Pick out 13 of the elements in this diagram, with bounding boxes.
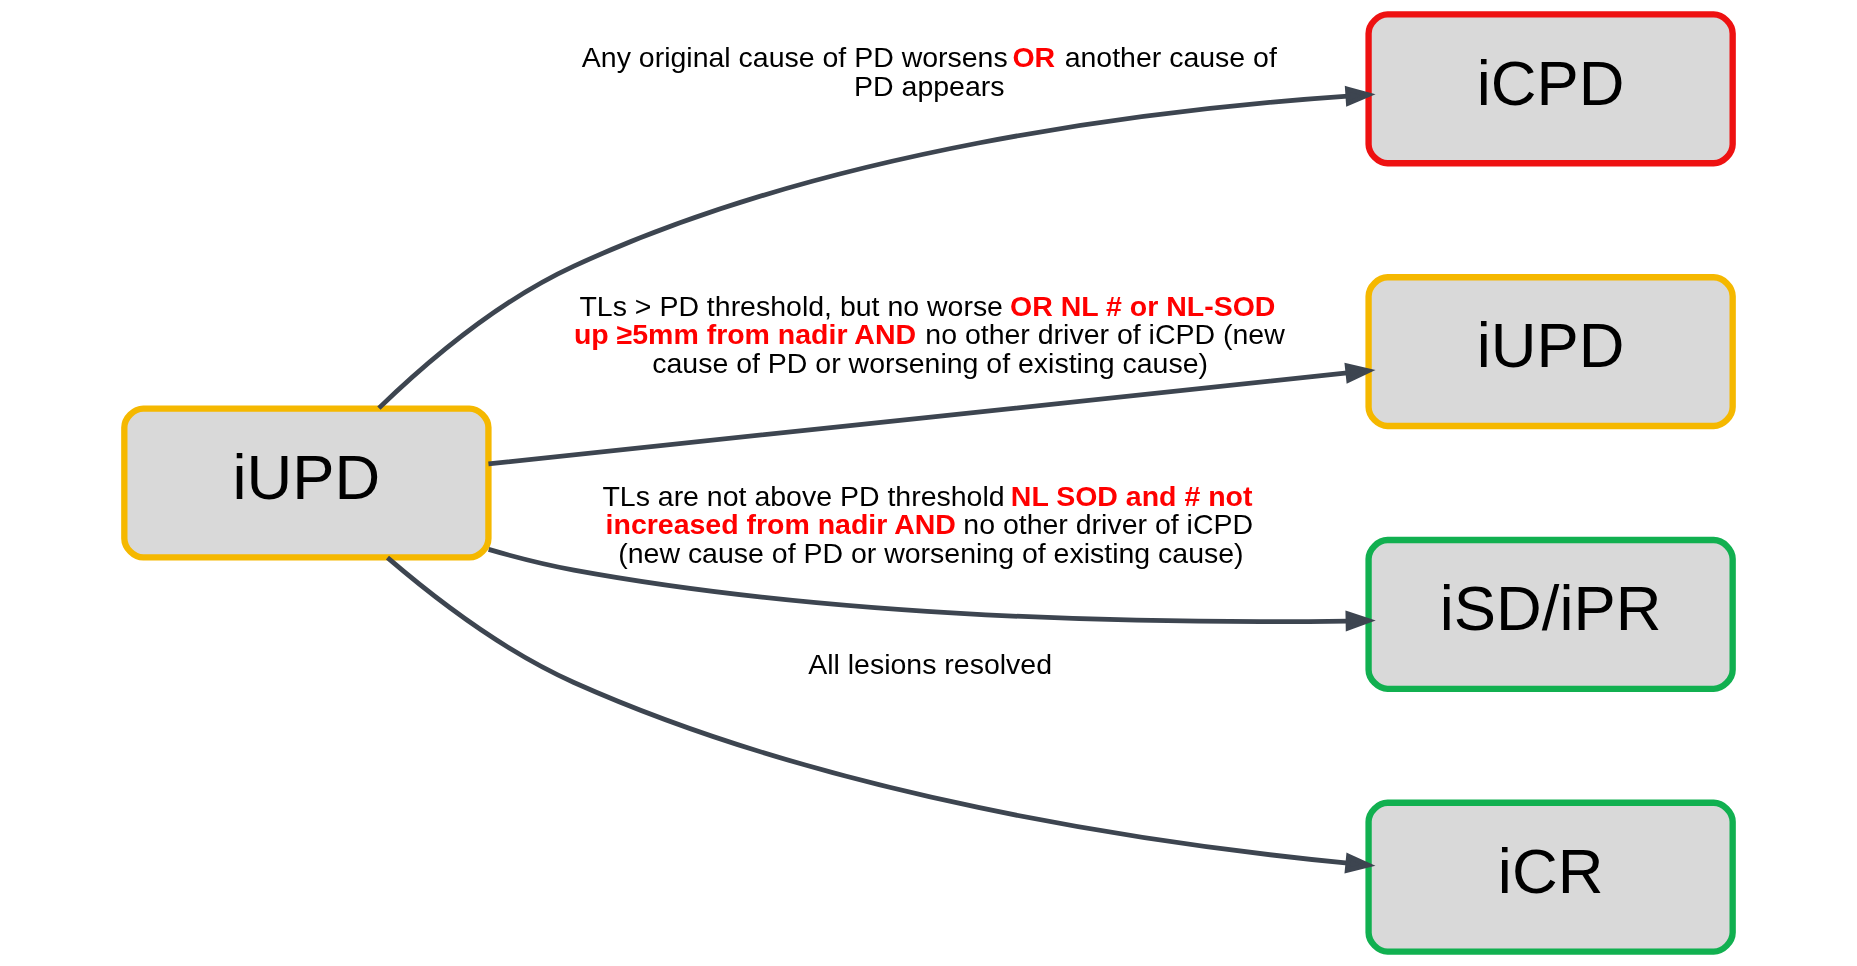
node-box: iSD/iPR: [1365, 536, 1736, 692]
edge-label: All lesions resolved: [808, 647, 1053, 680]
node-box: iCR: [1365, 799, 1736, 955]
node-box: iCPD: [1365, 11, 1736, 167]
arrow: [385, 555, 1376, 874]
arrow: [377, 85, 1376, 410]
edge-label: TLs > PD threshold, but no worse OR NL # or NL-SOD up ≥5mm from nadir AND no other driver of iCPD (new cause of PD or worsening of existing cause): [573, 289, 1285, 379]
edge-label: TLs are not above PD threshold NL SOD and # not increased from nadir AND no other driver of iCPD (new cause of PD or worsening of existing cause): [602, 479, 1254, 569]
arrow: [488, 362, 1376, 467]
arrow: [488, 547, 1376, 632]
node-box: iUPD: [121, 405, 492, 561]
node-box: iUPD: [1365, 274, 1736, 430]
edge-label: Any original cause of PD worsens OR another cause of PD appears: [581, 41, 1277, 102]
